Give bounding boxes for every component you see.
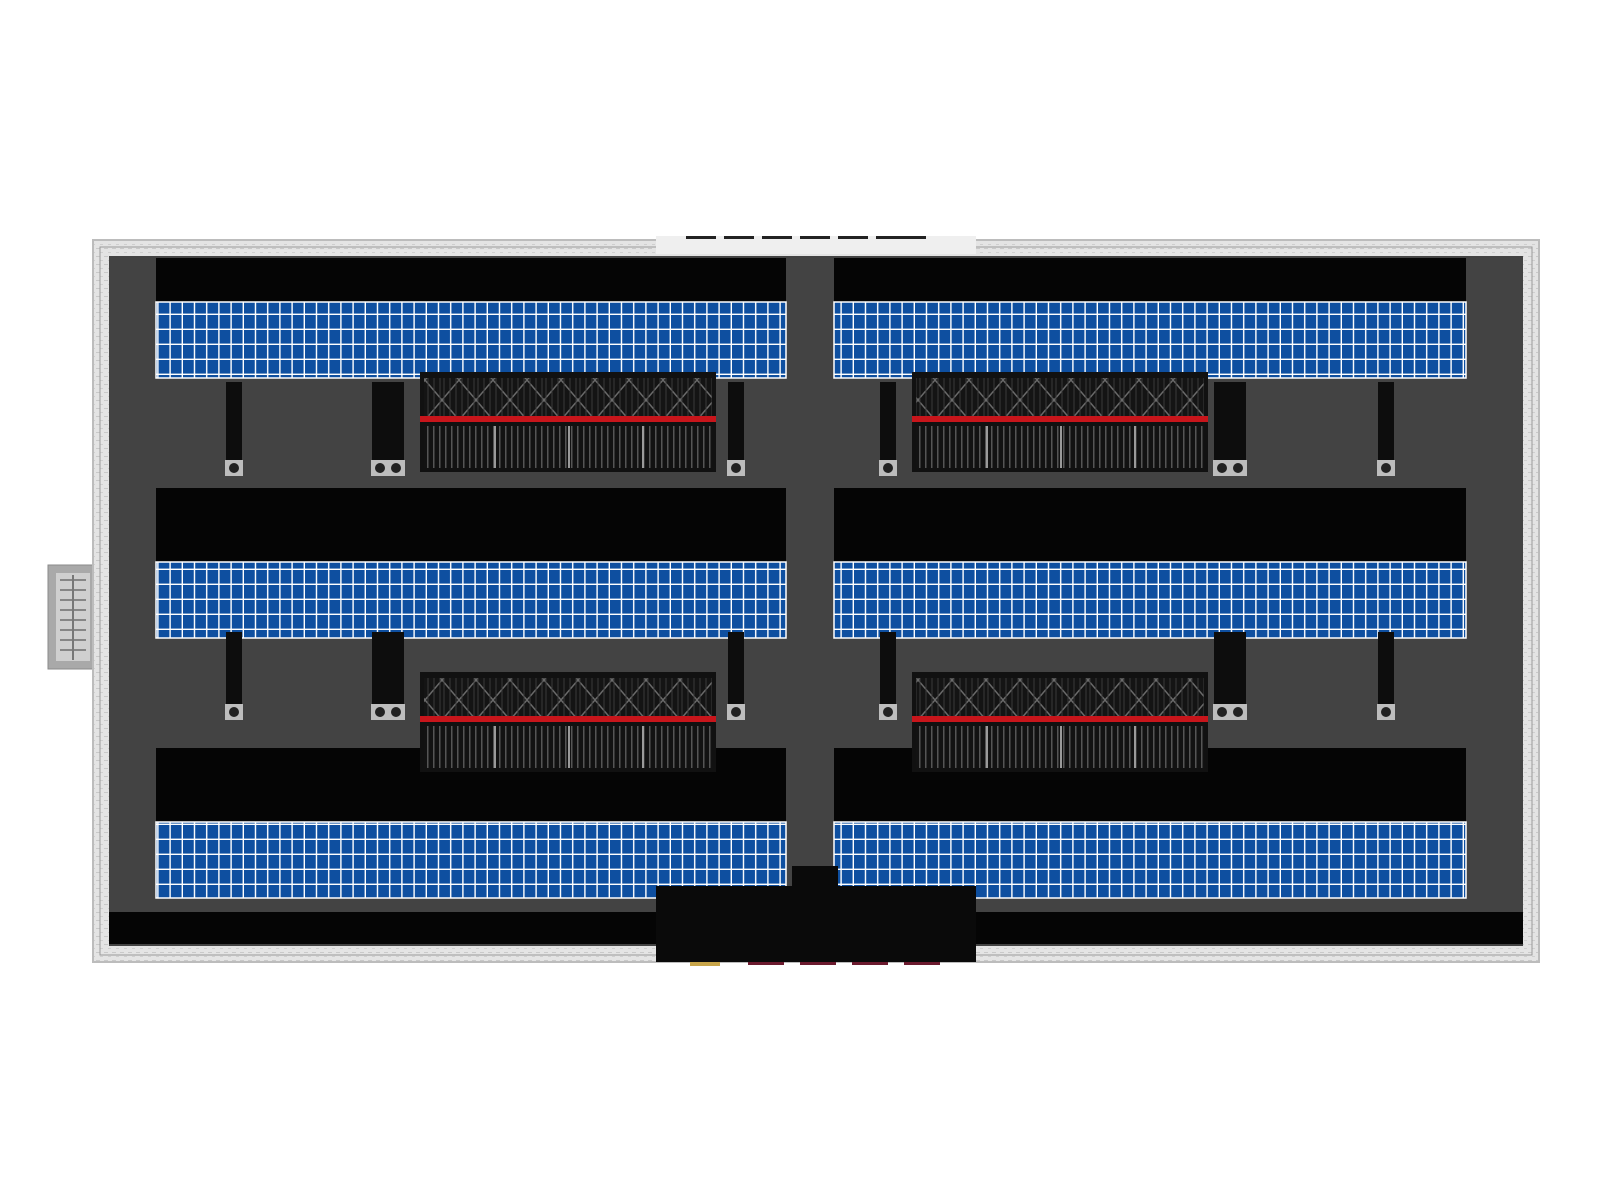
hvac-divider — [1060, 726, 1062, 768]
hvac-divider — [642, 426, 644, 468]
panel-shadow — [834, 258, 1466, 302]
solar-panel-block — [833, 301, 1467, 379]
vent-duct — [1214, 632, 1246, 706]
vent-opening — [1233, 463, 1243, 473]
hvac-red-stripe — [420, 716, 716, 722]
vent-duct — [1378, 382, 1394, 462]
vent-opening — [1381, 707, 1391, 717]
solar-panel-block — [833, 561, 1467, 639]
vent-duct — [372, 382, 404, 462]
hvac-divider — [1134, 426, 1136, 468]
central-structure — [656, 886, 976, 962]
solar-panel-block — [833, 821, 1467, 899]
hvac-divider — [1134, 726, 1136, 768]
vent-opening — [1233, 707, 1243, 717]
vent-opening — [883, 707, 893, 717]
vent-opening — [229, 707, 239, 717]
panel-row-2 — [155, 488, 1467, 639]
vent-opening — [1217, 707, 1227, 717]
hvac-red-stripe — [912, 416, 1208, 422]
vent-opening — [731, 707, 741, 717]
vent-opening — [391, 463, 401, 473]
vent-opening — [1217, 463, 1227, 473]
hvac-divider — [986, 726, 988, 768]
hvac-divider — [642, 726, 644, 768]
vent-duct — [728, 632, 744, 706]
panel-shadow — [834, 488, 1466, 562]
hvac-fan-grille — [916, 378, 1204, 418]
central-structure-top — [792, 866, 838, 890]
vent-opening — [229, 463, 239, 473]
vent-duct — [226, 632, 242, 706]
solar-panel-block — [155, 821, 787, 899]
equipment-layer — [225, 372, 1395, 772]
solar-panel-block — [155, 301, 787, 379]
vent-duct — [226, 382, 242, 462]
hvac-divider — [494, 726, 496, 768]
hvac-divider — [568, 426, 570, 468]
bottom-edge-marks — [690, 962, 940, 966]
vent-duct — [1378, 632, 1394, 706]
panel-shadow — [156, 258, 786, 302]
hvac-divider — [1060, 426, 1062, 468]
vent-opening — [883, 463, 893, 473]
vent-opening — [375, 707, 385, 717]
panel-shadow — [156, 488, 786, 562]
vent-opening — [1381, 463, 1391, 473]
vent-duct — [728, 382, 744, 462]
vent-opening — [375, 463, 385, 473]
vent-duct — [1214, 382, 1246, 462]
solar-panel-block — [155, 561, 787, 639]
panel-row-1 — [155, 258, 1467, 379]
hvac-divider — [494, 426, 496, 468]
vent-opening — [731, 463, 741, 473]
hvac-divider — [568, 726, 570, 768]
top-edge-hatch — [656, 236, 976, 254]
hvac-red-stripe — [420, 416, 716, 422]
hvac-fan-grille — [424, 678, 712, 718]
hvac-red-stripe — [912, 716, 1208, 722]
side-utility-box — [47, 564, 99, 670]
vent-duct — [880, 382, 896, 462]
hvac-fan-grille — [916, 678, 1204, 718]
hvac-divider — [986, 426, 988, 468]
vent-opening — [391, 707, 401, 717]
vent-duct — [372, 632, 404, 706]
hvac-fan-grille — [424, 378, 712, 418]
vent-duct — [880, 632, 896, 706]
